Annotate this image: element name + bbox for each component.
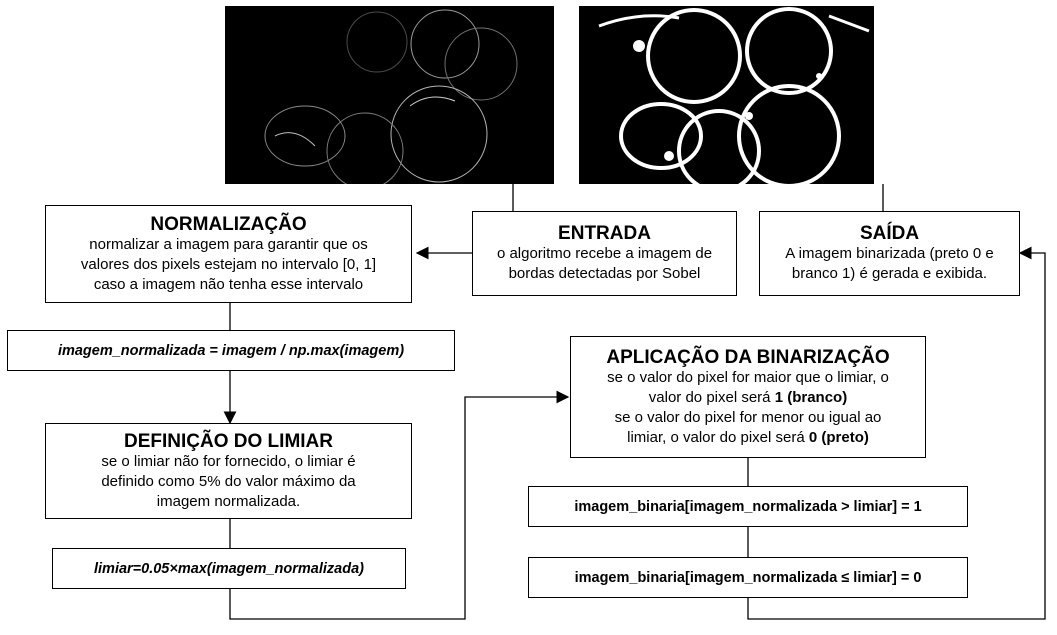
- code-black: imagem_binaria[imagem_normalizada ≤ limi…: [574, 569, 922, 586]
- binarizacao-line2-text: valor do pixel será: [648, 388, 775, 406]
- saida-title: SAÍDA: [859, 223, 920, 244]
- limiar-code-box: limiar=0.05×max(imagem_normalizada): [52, 548, 406, 589]
- normalizacao-line1: normalizar a imagem para garantir que os: [89, 235, 368, 253]
- binarizacao-line1: se o valor do pixel for maior que o limi…: [607, 368, 889, 386]
- limiar-code: limiar=0.05×max(imagem_normalizada): [94, 560, 364, 577]
- entrada-title: ENTRADA: [558, 223, 651, 244]
- arrow-code-to-saida: [747, 246, 1046, 620]
- sobel-edge-image: [225, 6, 554, 184]
- saida-line2: branco 1) é gerada e exibida.: [791, 265, 988, 282]
- code-black-box: imagem_binaria[imagem_normalizada ≤ limi…: [528, 557, 968, 598]
- normalizacao-title: NORMALIZAÇÃO: [150, 213, 307, 235]
- binarizacao-line3: se o valor do pixel for menor ou igual a…: [614, 408, 882, 426]
- binarizacao-title: APLICAÇÃO DA BINARIZAÇÃO: [606, 346, 890, 368]
- normalizacao-box: NORMALIZAÇÃO normalizar a imagem para ga…: [45, 205, 412, 303]
- limiar-title: DEFINIÇÃO DO LIMIAR: [124, 430, 333, 452]
- code-white-box: imagem_binaria[imagem_normalizada > limi…: [528, 486, 968, 527]
- limiar-line1: se o limiar não for fornecido, o limiar …: [101, 452, 356, 470]
- normalizacao-line3: caso a imagem não tenha esse intervalo: [93, 275, 364, 293]
- binarizacao-line4-text: limiar, o valor do pixel será: [627, 428, 809, 446]
- sobel-edge-drawing: [264, 9, 518, 184]
- normalizacao-code: imagem_normalizada = imagem / np.max(ima…: [57, 342, 405, 359]
- code-white: imagem_binaria[imagem_normalizada > limi…: [574, 498, 922, 515]
- binarizacao-line2: valor do pixel será 1 (branco): [649, 388, 847, 408]
- arrow-limiar-to-binarizacao: [229, 390, 570, 620]
- normalizacao-code-box: imagem_normalizada = imagem / np.max(ima…: [7, 330, 455, 371]
- saida-line1: A imagem binarizada (preto 0 e: [785, 245, 994, 262]
- binarizacao-box: APLICAÇÃO DA BINARIZAÇÃO se o valor do p…: [570, 336, 926, 458]
- limiar-line3: imagem normalizada.: [156, 492, 301, 510]
- saida-box: SAÍDA A imagem binarizada (preto 0 e bra…: [759, 211, 1020, 296]
- binarizacao-line4-value: 0 (preto): [808, 428, 869, 446]
- binary-drawing: [598, 7, 870, 184]
- entrada-box: ENTRADA o algoritmo recebe a imagem de b…: [472, 211, 737, 296]
- entrada-line2: bordas detectadas por Sobel: [508, 265, 701, 282]
- binarizacao-line2-value: 1 (branco): [774, 388, 848, 406]
- entrada-line1: o algoritmo recebe a imagem de: [496, 245, 713, 262]
- binarizacao-line4: limiar, o valor do pixel será 0 (preto): [627, 428, 869, 448]
- binary-output-image: [579, 6, 874, 184]
- normalizacao-line2: valores dos pixels estejam no intervalo …: [80, 255, 377, 273]
- limiar-box: DEFINIÇÃO DO LIMIAR se o limiar não for …: [45, 423, 412, 519]
- limiar-line2: definido como 5% do valor máximo da: [101, 472, 356, 490]
